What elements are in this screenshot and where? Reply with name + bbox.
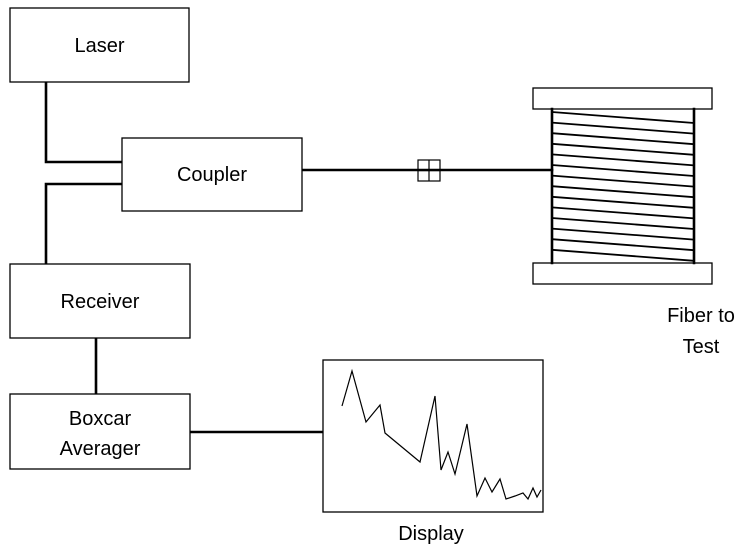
spool-windings <box>551 111 695 262</box>
winding-line <box>551 206 695 220</box>
winding-line <box>551 121 695 135</box>
winding-line <box>551 164 695 177</box>
wire-coupler-to-receiver <box>44 182 124 266</box>
display-trace <box>341 368 542 501</box>
winding-line <box>551 111 695 124</box>
boxcar-label-line2: Averager <box>60 438 141 460</box>
winding-line <box>551 248 695 262</box>
winding-line <box>551 132 695 146</box>
winding-line <box>551 185 695 199</box>
boxcar-averager-block: Boxcar Averager <box>9 393 191 470</box>
winding-line <box>551 217 695 230</box>
display-block <box>322 359 544 513</box>
spool-bottom-flange <box>532 262 713 285</box>
fiber-connector-icon <box>417 159 441 182</box>
winding-line <box>551 238 695 252</box>
coupler-label: Coupler <box>177 164 247 186</box>
boxcar-label-line1: Boxcar <box>69 408 132 430</box>
winding-line <box>551 195 695 209</box>
winding-line <box>551 153 695 167</box>
fiber-label-line2: Test <box>683 336 720 358</box>
winding-line <box>551 174 695 188</box>
wire-laser-to-coupler <box>44 80 124 164</box>
receiver-label: Receiver <box>61 291 140 313</box>
winding-line <box>551 227 695 241</box>
receiver-block: Receiver <box>9 263 191 339</box>
display-label: Display <box>398 523 464 545</box>
fiber-label-line1: Fiber to <box>667 305 735 327</box>
fiber-spool <box>532 87 713 285</box>
spool-top-flange <box>532 87 713 110</box>
laser-block: Laser <box>9 7 190 83</box>
coupler-block: Coupler <box>121 137 303 212</box>
laser-label: Laser <box>74 35 124 57</box>
winding-line <box>551 142 695 156</box>
